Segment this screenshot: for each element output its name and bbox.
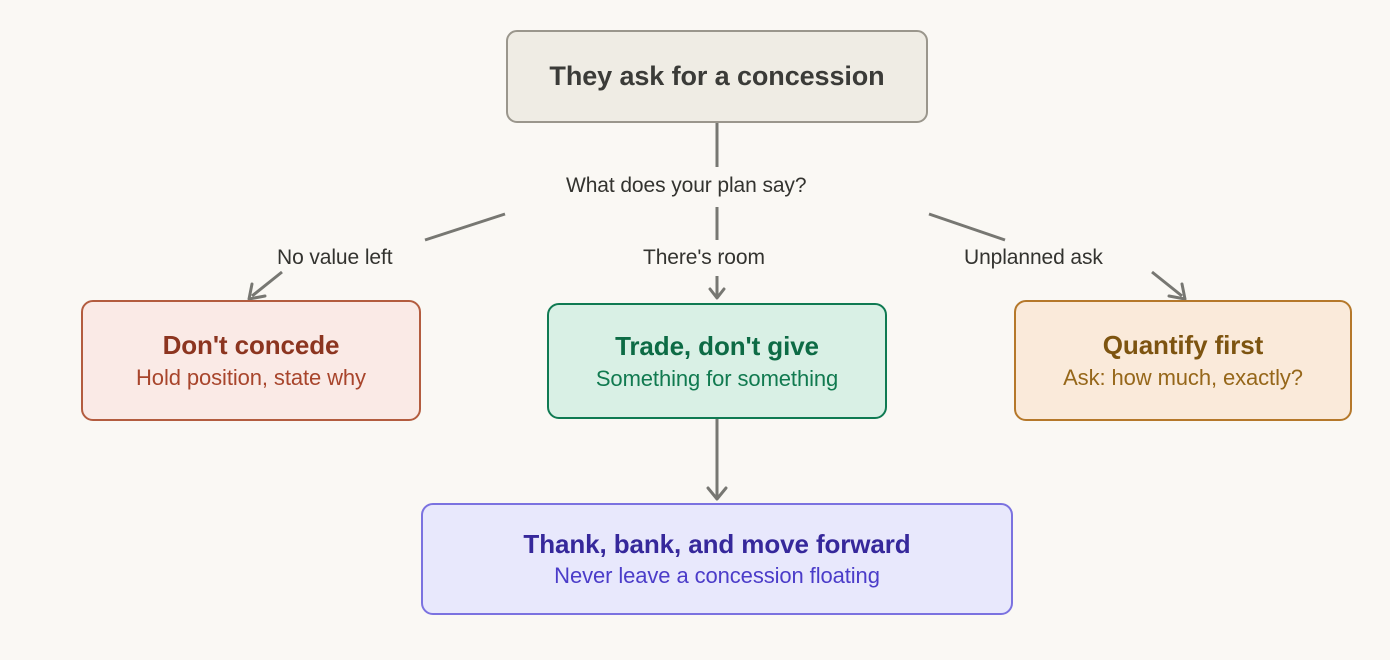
node-trade-dont-give[interactable]: Trade, don't give Something for somethin… (547, 303, 887, 419)
node-thank-title: Thank, bank, and move forward (523, 529, 911, 559)
node-quantify-subtitle: Ask: how much, exactly? (1063, 365, 1303, 390)
node-dont-concede-subtitle: Hold position, state why (136, 365, 366, 390)
edge-label-unplanned-ask: Unplanned ask (964, 246, 1103, 269)
edge-left-upper (424, 212, 506, 242)
edge-label-theres-room: There's room (643, 246, 765, 269)
node-dont-concede[interactable]: Don't concede Hold position, state why (81, 300, 421, 421)
node-trade-subtitle: Something for something (595, 365, 839, 391)
arrowhead-dont-concede (247, 282, 267, 301)
node-root-title: They ask for a concession (549, 61, 885, 91)
edge-left-lower (251, 270, 283, 298)
node-they-ask-for-a-concession[interactable]: They ask for a concession (506, 30, 928, 123)
edge-label-root-question: What does your plan say? (566, 174, 807, 197)
arrowhead-thank (706, 486, 728, 501)
node-quantify-title: Quantify first (1102, 330, 1264, 360)
edge-right-upper (928, 212, 1006, 242)
node-thank-subtitle: Never leave a concession floating (554, 563, 880, 588)
edge-label-no-value-left: No value left (277, 246, 393, 269)
arrowhead-quantify (1167, 282, 1187, 301)
node-dont-concede-title: Don't concede (162, 330, 340, 360)
edge-right-lower (1151, 270, 1183, 298)
node-quantify-first[interactable]: Quantify first Ask: how much, exactly? (1014, 300, 1352, 421)
node-thank-bank-move-forward[interactable]: Thank, bank, and move forward Never leav… (421, 503, 1013, 615)
node-trade-title: Trade, don't give (615, 330, 819, 361)
arrowhead-trade (708, 287, 726, 300)
